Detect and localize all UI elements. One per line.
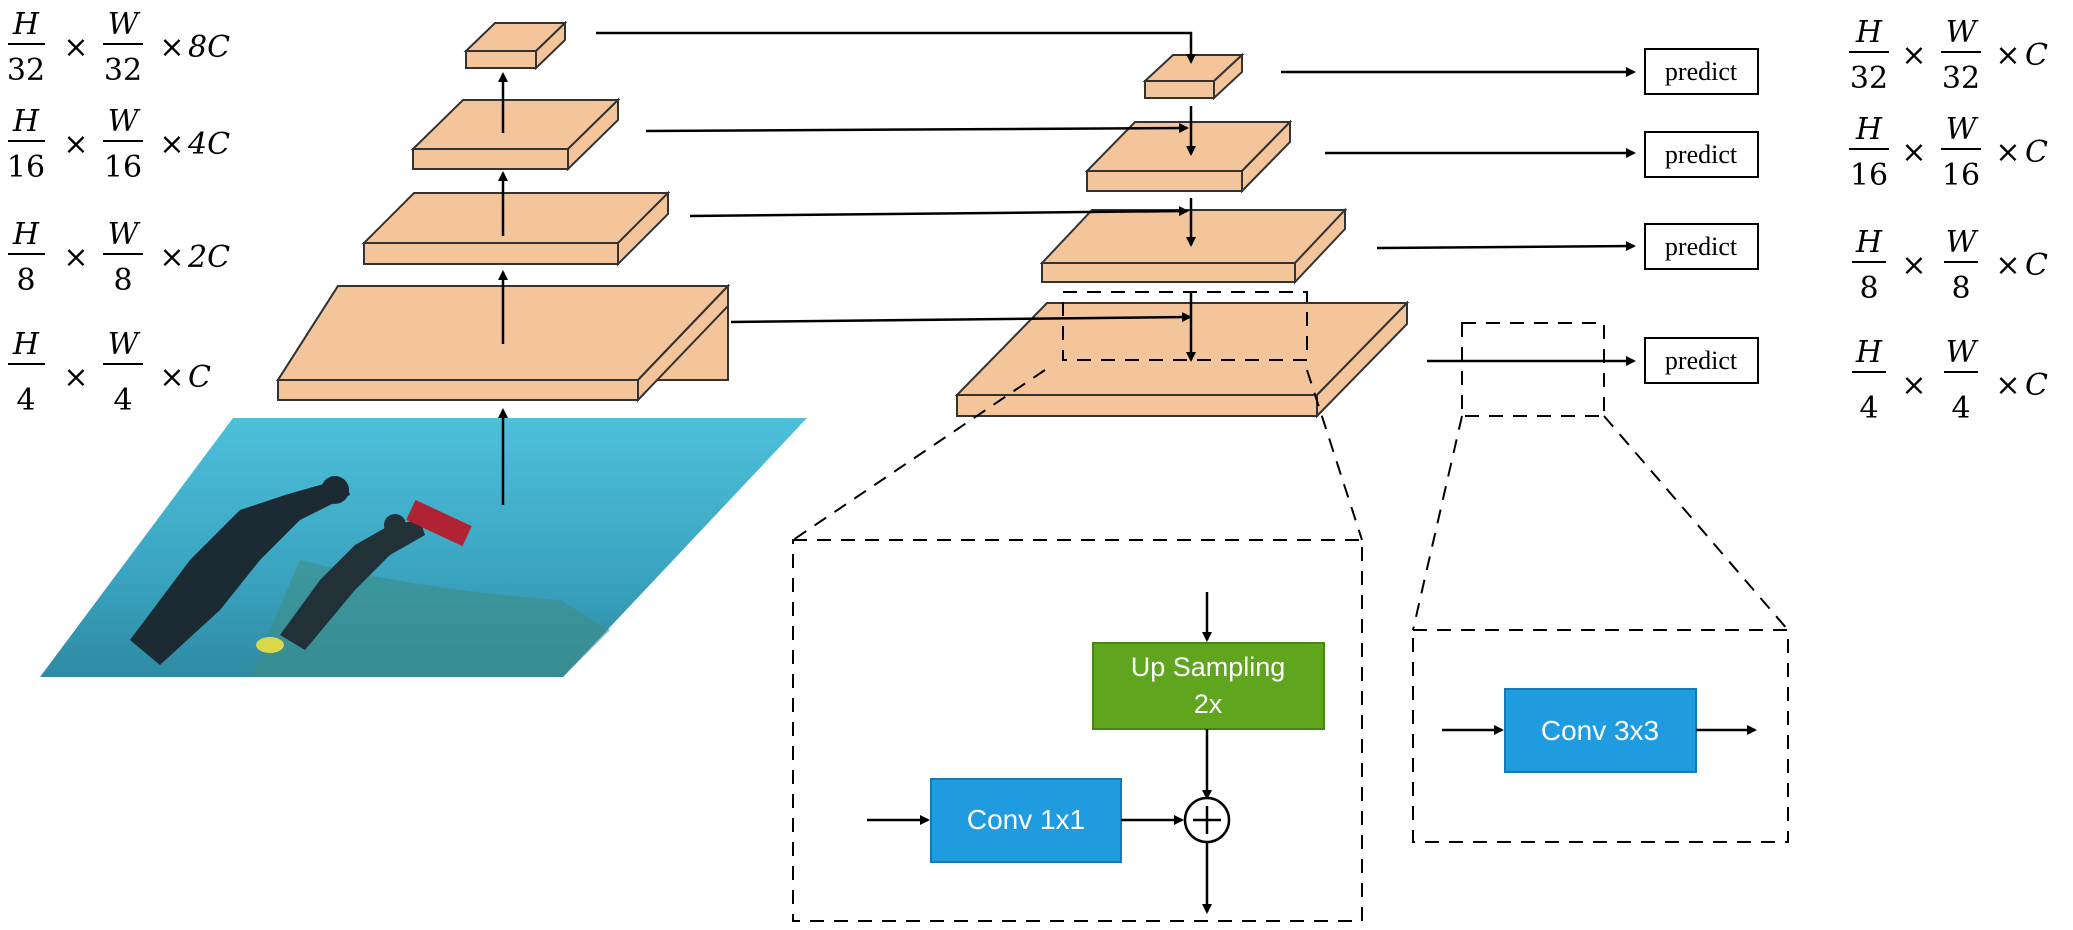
- svg-text:W: W: [1946, 112, 1979, 147]
- dim-right-row-1: H 32 × W 32 × C: [1849, 15, 2048, 96]
- conv3-detail: Conv 3x3: [1442, 688, 1757, 773]
- fpn-block-2: [1039, 207, 1348, 285]
- svg-text:4: 4: [16, 383, 35, 418]
- svg-text:W: W: [1946, 225, 1979, 260]
- svg-text:H: H: [12, 217, 40, 252]
- predict-boxes: predict predict predict predict: [1644, 48, 1759, 384]
- predict-box-4: [1644, 337, 1759, 384]
- svg-text:×: ×: [159, 240, 184, 275]
- fpn-stack: [954, 52, 1410, 419]
- predict-label-2: predict: [1665, 140, 1738, 169]
- dim-right-row-3: H 8 × W 8 × C: [1852, 225, 2048, 306]
- svg-text:8: 8: [1859, 271, 1878, 306]
- upsampling-label-line1: Up Sampling: [1131, 652, 1286, 682]
- svg-text:C: C: [2025, 368, 2048, 403]
- zoom-indicators: [792, 291, 1789, 922]
- lateral-arrows: [596, 31, 1196, 324]
- svg-text:4C: 4C: [187, 127, 230, 162]
- predict-label-1: predict: [1665, 57, 1738, 86]
- svg-text:×: ×: [1995, 135, 2020, 170]
- svg-text:×: ×: [1901, 135, 1926, 170]
- dim-right-row-4: H 4 × W 4 × C: [1852, 335, 2048, 426]
- zoom-source-merge: [1062, 291, 1308, 361]
- dim-left-row-1: H 32 × W 32 × 8C: [7, 7, 230, 88]
- svg-text:×: ×: [159, 127, 184, 162]
- conv3x3-block: [1504, 688, 1697, 773]
- dims-left: H 32 × W 32 × 8C H 16 × W 16 × 4C H 8 ×: [7, 7, 230, 418]
- svg-text:H: H: [12, 104, 40, 139]
- svg-text:×: ×: [63, 127, 88, 162]
- fpn-block-4: [1142, 52, 1245, 101]
- svg-text:32: 32: [1942, 61, 1980, 96]
- svg-text:×: ×: [1995, 248, 2020, 283]
- predict-box-1: [1644, 48, 1759, 95]
- svg-text:×: ×: [63, 240, 88, 275]
- merge-detail: Up Sampling 2x Conv 1x1: [867, 592, 1325, 914]
- svg-text:×: ×: [1995, 368, 2020, 403]
- conv1x1-block: [930, 778, 1122, 863]
- upsampling-label-line2: 2x: [1194, 689, 1223, 719]
- svg-text:H: H: [1855, 335, 1883, 370]
- backbone-block-2: [361, 190, 671, 267]
- dims-right: H 32 × W 32 × C H 16 × W 16 × C H 8 × W: [1849, 15, 2048, 426]
- svg-text:×: ×: [159, 30, 184, 65]
- fpn-block-3: [1084, 119, 1293, 194]
- dim-left-row-3: H 8 × W 8 × 2C: [8, 217, 230, 298]
- svg-text:×: ×: [159, 360, 184, 395]
- predict-label-4: predict: [1665, 346, 1738, 375]
- svg-text:8C: 8C: [188, 30, 230, 65]
- svg-text:C: C: [2025, 38, 2048, 73]
- svg-text:H: H: [12, 7, 40, 42]
- svg-text:×: ×: [1901, 248, 1926, 283]
- svg-text:2C: 2C: [187, 240, 230, 275]
- svg-text:×: ×: [1995, 38, 2020, 73]
- svg-text:32: 32: [1850, 61, 1888, 96]
- input-image: [40, 418, 807, 677]
- backbone-block-3: [410, 97, 621, 172]
- merge-detail-box: [792, 539, 1363, 922]
- svg-text:4: 4: [113, 383, 132, 418]
- svg-text:16: 16: [1942, 158, 1980, 193]
- svg-text:C: C: [2025, 248, 2048, 283]
- svg-text:W: W: [1946, 15, 1979, 50]
- dim-left-row-2: H 16 × W 16 × 4C: [7, 104, 230, 185]
- svg-text:4: 4: [1951, 391, 1970, 426]
- svg-text:C: C: [188, 360, 211, 395]
- svg-text:×: ×: [63, 30, 88, 65]
- svg-text:H: H: [1855, 15, 1883, 50]
- svg-text:8: 8: [1951, 271, 1970, 306]
- svg-text:H: H: [1855, 225, 1883, 260]
- predict-box-3: [1644, 223, 1759, 270]
- svg-text:×: ×: [1901, 38, 1926, 73]
- svg-text:8: 8: [16, 263, 35, 298]
- conv3x3-label: Conv 3x3: [1541, 715, 1659, 746]
- svg-text:×: ×: [1901, 368, 1926, 403]
- fpn-block-1: [954, 300, 1410, 419]
- svg-text:32: 32: [104, 53, 142, 88]
- conv3-detail-box: [1412, 629, 1789, 843]
- svg-text:C: C: [2025, 135, 2048, 170]
- predict-box-2: [1644, 131, 1759, 178]
- svg-text:H: H: [12, 327, 40, 362]
- svg-text:W: W: [108, 327, 141, 362]
- conv1x1-label: Conv 1x1: [967, 804, 1085, 835]
- svg-text:16: 16: [7, 150, 45, 185]
- svg-text:16: 16: [1850, 158, 1888, 193]
- svg-text:8: 8: [113, 263, 132, 298]
- backbone-block-4: [463, 20, 568, 71]
- svg-text:W: W: [108, 217, 141, 252]
- svg-text:H: H: [1855, 112, 1883, 147]
- svg-text:×: ×: [63, 360, 88, 395]
- svg-text:W: W: [108, 7, 141, 42]
- zoom-source-conv3: [1461, 322, 1605, 417]
- svg-text:32: 32: [7, 53, 45, 88]
- svg-text:4: 4: [1859, 391, 1878, 426]
- predict-label-3: predict: [1665, 232, 1738, 261]
- dim-right-row-2: H 16 × W 16 × C: [1849, 112, 2048, 193]
- svg-text:W: W: [1946, 335, 1979, 370]
- svg-text:W: W: [108, 104, 141, 139]
- dim-left-row-4: H 4 × W 4 × C: [8, 327, 211, 418]
- svg-text:16: 16: [104, 150, 142, 185]
- upsampling-block: [1092, 642, 1325, 730]
